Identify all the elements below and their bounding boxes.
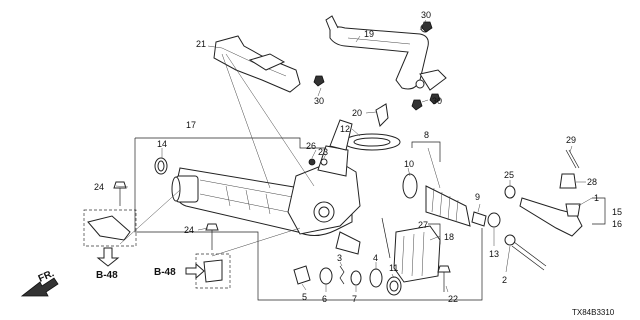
label-part-2: 2 bbox=[502, 275, 507, 285]
pin-29 bbox=[565, 149, 580, 169]
frame-17 bbox=[134, 138, 483, 301]
ring-13 bbox=[487, 212, 501, 228]
label-part-14: 14 bbox=[157, 139, 167, 149]
label-part-29: 29 bbox=[566, 135, 576, 145]
label-part-22: 22 bbox=[448, 294, 458, 304]
ring-6 bbox=[319, 267, 333, 285]
label-part-30-right: 30 bbox=[432, 96, 442, 106]
label-part-11: 11 bbox=[389, 263, 398, 273]
label-part-10: 10 bbox=[404, 159, 414, 169]
clamp-10 bbox=[402, 173, 418, 199]
b48-arrow-left bbox=[96, 247, 120, 267]
rod-4 bbox=[381, 217, 391, 259]
b48-arrow-mid bbox=[185, 262, 205, 280]
bolt-23 bbox=[320, 158, 328, 166]
tie-rod-end-1 bbox=[519, 197, 583, 237]
label-part-1: 1 bbox=[594, 193, 599, 203]
label-part-3: 3 bbox=[337, 253, 342, 263]
bolt-22 bbox=[437, 265, 451, 292]
label-part-28: 28 bbox=[587, 177, 597, 187]
label-part-17: 17 bbox=[186, 120, 196, 130]
spring-3 bbox=[339, 265, 345, 285]
label-part-18: 18 bbox=[444, 232, 454, 242]
label-part-30-top: 30 bbox=[421, 10, 431, 20]
label-part-26: 26 bbox=[306, 141, 316, 151]
leader-lines bbox=[115, 19, 593, 293]
ref-b48-left: B-48 bbox=[96, 270, 118, 281]
label-part-19: 19 bbox=[364, 29, 374, 39]
frame-8 bbox=[411, 141, 441, 162]
bolt-24-upper bbox=[113, 181, 127, 206]
label-part-24-upper: 24 bbox=[94, 182, 104, 192]
label-part-20: 20 bbox=[352, 108, 362, 118]
front-direction-arrow bbox=[20, 277, 59, 297]
ref-b48-mid: B-48 bbox=[154, 267, 176, 278]
label-part-8: 8 bbox=[424, 130, 429, 140]
label-part-23: 23 bbox=[318, 147, 328, 157]
seal-12 bbox=[343, 133, 401, 151]
bracket-19 bbox=[325, 15, 447, 91]
module-18 bbox=[393, 225, 441, 283]
clip-9 bbox=[471, 211, 487, 227]
label-part-13: 13 bbox=[489, 249, 499, 259]
frame-15-16 bbox=[592, 197, 606, 225]
label-part-15: 15 bbox=[612, 207, 622, 217]
bracket-b48-left bbox=[83, 209, 137, 247]
label-part-16: 16 bbox=[612, 219, 622, 229]
clip-20 bbox=[375, 99, 423, 127]
label-part-24-lower: 24 bbox=[184, 225, 194, 235]
drawing-code: TX84B3310 bbox=[572, 308, 615, 317]
frame-17-top bbox=[135, 137, 340, 149]
bracket-b48-mid bbox=[195, 253, 231, 289]
nut-30-a bbox=[421, 21, 433, 33]
washer-7 bbox=[350, 270, 362, 286]
boot-8 bbox=[425, 185, 471, 227]
label-part-12: 12 bbox=[340, 124, 350, 134]
bracket-21 bbox=[213, 35, 325, 93]
label-part-30-left: 30 bbox=[314, 96, 324, 106]
cap-11 bbox=[386, 276, 402, 296]
nut-28 bbox=[559, 173, 577, 189]
label-part-5: 5 bbox=[302, 292, 307, 302]
clip-5 bbox=[293, 265, 311, 285]
label-part-21: 21 bbox=[196, 39, 206, 49]
label-part-7: 7 bbox=[352, 294, 357, 304]
label-part-27: 27 bbox=[418, 220, 428, 230]
nut-25 bbox=[504, 185, 516, 199]
steering-rack-housing bbox=[171, 119, 361, 255]
label-part-4: 4 bbox=[373, 253, 378, 263]
label-part-25: 25 bbox=[504, 170, 514, 180]
seal-4 bbox=[369, 268, 383, 288]
nut-30-b bbox=[429, 93, 441, 105]
label-part-9: 9 bbox=[475, 192, 480, 202]
bolt-24-lower bbox=[205, 223, 219, 250]
label-part-6: 6 bbox=[322, 294, 327, 304]
ring-14 bbox=[154, 157, 168, 175]
tie-rod-2 bbox=[504, 234, 547, 271]
bolt-26 bbox=[308, 158, 316, 166]
